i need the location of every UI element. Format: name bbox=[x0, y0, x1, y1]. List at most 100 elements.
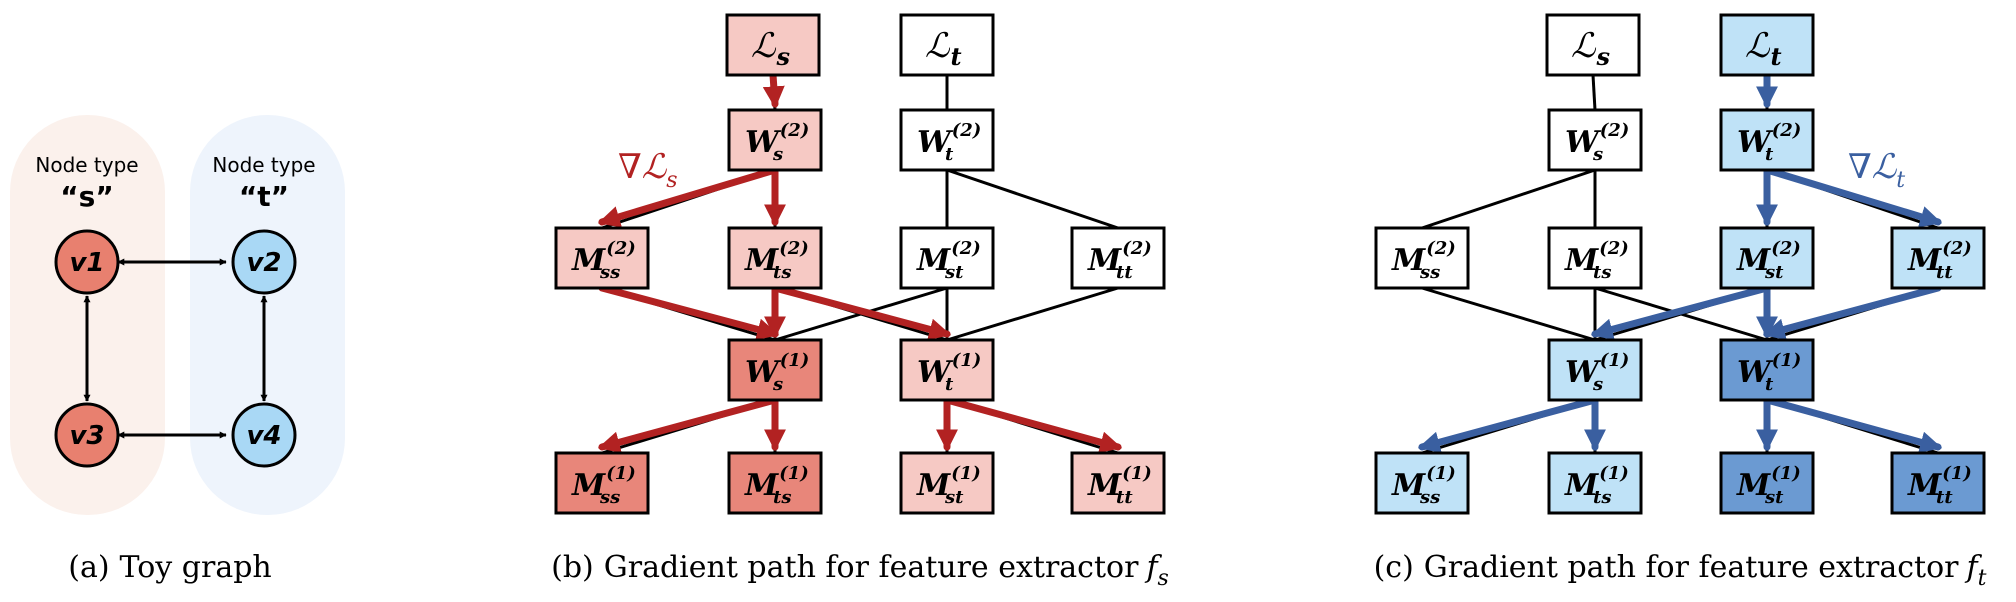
gradient-arrow-mss2-ws1 bbox=[598, 284, 780, 341]
box-mst1-label: M(1)st bbox=[1736, 463, 1801, 508]
box-mts2-frame bbox=[1547, 226, 1643, 290]
box-mss1-label: M(1)ss bbox=[1391, 463, 1456, 508]
box-mts1-label: M(1)ts bbox=[1564, 463, 1629, 508]
panel-b-edges bbox=[597, 71, 1123, 455]
box-mts1: M(1)ts bbox=[1547, 451, 1643, 515]
edge-ls-ws2 bbox=[1591, 74, 1597, 111]
box-mss1: M(1)ss bbox=[554, 451, 650, 515]
box-ls-frame bbox=[725, 13, 821, 77]
box-mtt2: M(2)tt bbox=[1070, 226, 1166, 290]
gradient-path-fs-panel: ℒs ℒtW(2)s W(2)tM(2)ss M(2)ts M(2)st M(2)ttW(… bbox=[554, 13, 1166, 515]
box-mtt1-label: M(1)tt bbox=[1907, 463, 1972, 508]
edge-ws2-mss2 bbox=[1421, 168, 1596, 230]
gradient-label-ls: ∇ℒs bbox=[618, 147, 678, 193]
box-ls-label: ℒs bbox=[751, 26, 791, 71]
box-mst1-label: M(1)st bbox=[916, 463, 981, 508]
box-wt1-frame bbox=[1719, 338, 1815, 402]
box-ws1-label: W(1)s bbox=[1565, 350, 1629, 395]
box-lt: ℒt bbox=[1719, 13, 1815, 77]
box-wt2: W(2)t bbox=[1719, 108, 1815, 172]
box-ls: ℒs bbox=[725, 13, 821, 77]
box-mts2-label: M(2)ts bbox=[1564, 238, 1629, 283]
box-mts2: M(2)ts bbox=[727, 226, 823, 290]
box-wt1-label: W(1)t bbox=[1737, 350, 1801, 395]
node-v2 bbox=[231, 229, 297, 295]
box-mtt2-label: M(2)tt bbox=[1907, 238, 1972, 283]
node-v1 bbox=[54, 229, 120, 295]
toy-graph: Node type “s” Node type “t” v1 v2 v3 v4 bbox=[10, 115, 345, 515]
box-mst1: M(1)st bbox=[899, 451, 995, 515]
box-mss2-frame bbox=[554, 226, 650, 290]
box-mst2-frame bbox=[1719, 226, 1815, 290]
gradient-arrow-wt1-mtt1 bbox=[943, 396, 1123, 453]
panel-b-boxes: ℒs ℒtW(2)s W(2)tM(2)ss M(2)ts M(2)st M(2)ttW(… bbox=[554, 13, 1166, 515]
gradient-label-lt: ∇ℒt bbox=[1848, 147, 1905, 193]
box-ws1-frame bbox=[1547, 338, 1643, 402]
gradient-arrow-ws1-mss1 bbox=[1417, 396, 1599, 454]
box-mst1: M(1)st bbox=[1719, 451, 1815, 515]
box-wt2-frame bbox=[899, 108, 995, 172]
node-v3 bbox=[54, 402, 120, 468]
box-lt-frame bbox=[899, 13, 995, 77]
node-type-s-label: Node type bbox=[35, 153, 138, 177]
gradient-arrow-ws1-mss1 bbox=[597, 396, 779, 454]
box-mtt1-label: M(1)tt bbox=[1087, 463, 1152, 508]
gradient-arrow-mts2-wt1 bbox=[771, 284, 952, 341]
box-mss2: M(2)ss bbox=[554, 226, 650, 290]
box-mst2-label: M(2)st bbox=[916, 238, 981, 283]
box-ls-frame bbox=[1545, 13, 1641, 77]
box-lt-label: ℒt bbox=[1745, 26, 1782, 71]
box-mss1-frame bbox=[1374, 451, 1470, 515]
box-lt: ℒt bbox=[899, 13, 995, 77]
box-mst1-frame bbox=[899, 451, 995, 515]
node-v3-label: v3 bbox=[69, 421, 104, 451]
box-mss2-label: M(2)ss bbox=[571, 238, 636, 283]
node-v2-label: v2 bbox=[246, 248, 281, 278]
box-mtt2-frame bbox=[1070, 226, 1166, 290]
box-wt1: W(1)t bbox=[899, 338, 995, 402]
box-mss1: M(1)ss bbox=[1374, 451, 1470, 515]
box-mss1-label: M(1)ss bbox=[571, 463, 636, 508]
box-mts2-frame bbox=[727, 226, 823, 290]
box-lt-label: ℒt bbox=[925, 26, 962, 71]
box-lt-frame bbox=[1719, 13, 1815, 77]
box-mtt1: M(1)tt bbox=[1070, 451, 1166, 515]
node-type-t-label: Node type bbox=[212, 153, 315, 177]
box-ws1-frame bbox=[727, 338, 823, 402]
box-mtt2-frame bbox=[1890, 226, 1986, 290]
box-ws1-label: W(1)s bbox=[745, 350, 809, 395]
box-mts2-label: M(2)ts bbox=[744, 238, 809, 283]
panel-c-edges bbox=[1417, 71, 1943, 455]
box-mst2-label: M(2)st bbox=[1736, 238, 1801, 283]
box-mtt1-frame bbox=[1070, 451, 1166, 515]
box-ws2-frame bbox=[727, 108, 823, 172]
box-ws2-frame bbox=[1547, 108, 1643, 172]
node-type-t-background bbox=[190, 115, 345, 515]
node-type-s-value: “s” bbox=[60, 180, 113, 213]
node-v1-label: v1 bbox=[69, 248, 104, 278]
box-mst2: M(2)st bbox=[899, 226, 995, 290]
node-v4-label: v4 bbox=[246, 421, 281, 451]
box-ws2: W(2)s bbox=[1547, 108, 1643, 172]
box-wt1-frame bbox=[899, 338, 995, 402]
box-ls-label: ℒs bbox=[1571, 26, 1611, 71]
box-ws1: W(1)s bbox=[1547, 338, 1643, 402]
box-mtt2-label: M(2)tt bbox=[1087, 238, 1152, 283]
box-mts1-label: M(1)ts bbox=[744, 463, 809, 508]
gradient-arrow-mst2-ws1 bbox=[1590, 284, 1771, 341]
box-mtt2: M(2)tt bbox=[1890, 226, 1986, 290]
box-ws2-label: W(2)s bbox=[1565, 120, 1629, 165]
box-mss1-frame bbox=[554, 451, 650, 515]
box-ws2: W(2)s bbox=[727, 108, 823, 172]
box-mst2: M(2)st bbox=[1719, 226, 1815, 290]
box-mtt1-frame bbox=[1890, 451, 1986, 515]
box-wt1: W(1)t bbox=[1719, 338, 1815, 402]
gradient-arrow-mtt2-wt1 bbox=[1762, 284, 1942, 341]
box-wt2: W(2)t bbox=[899, 108, 995, 172]
edge-mss2-ws1 bbox=[1421, 286, 1596, 342]
